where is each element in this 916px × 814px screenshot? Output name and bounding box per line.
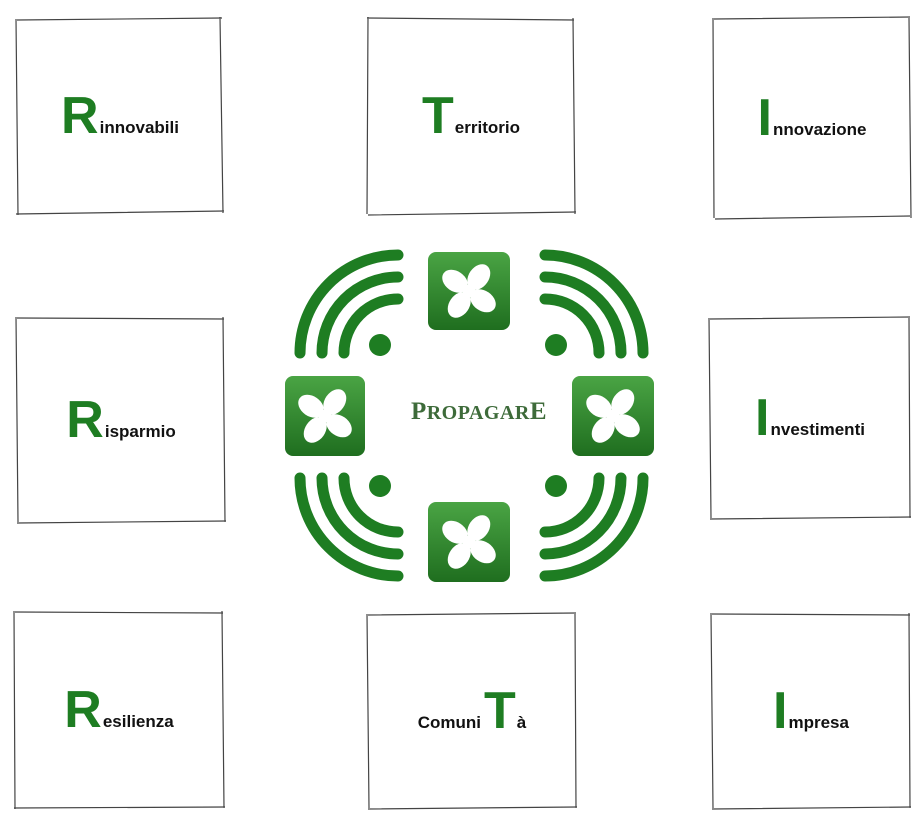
box-rest: isparmio	[104, 422, 176, 441]
fan-icon	[428, 502, 510, 582]
fan-icon	[428, 252, 510, 330]
box-rinnovabili: R innovabili	[14, 16, 226, 216]
box-label: I nvestimenti	[755, 392, 865, 444]
box-label: I nnovazione	[758, 92, 867, 144]
box-rest: nnovazione	[772, 120, 867, 139]
box-prefix: Comuni	[417, 713, 482, 732]
box-frame	[366, 612, 578, 810]
box-risparmio: R isparmio	[15, 316, 227, 524]
box-frame	[13, 610, 226, 810]
box-initial: I	[755, 389, 770, 447]
box-initial: R	[66, 391, 104, 449]
box-initial: I	[757, 89, 772, 147]
signal-arcs-top-right	[539, 249, 649, 359]
box-initial: T	[484, 682, 516, 740]
fan-icon	[572, 376, 654, 456]
box-resilienza: R esilienza	[12, 610, 226, 810]
box-rest: mpresa	[788, 713, 849, 732]
box-rest: esilienza	[102, 712, 174, 731]
fan-icon	[285, 376, 365, 456]
signal-dot	[369, 334, 391, 356]
box-initial: T	[422, 87, 454, 145]
box-label: I mpresa	[773, 685, 849, 737]
brand-title: PROPAGARE	[395, 398, 563, 426]
box-label: T erritorio	[422, 90, 520, 142]
signal-dot	[545, 334, 567, 356]
brand-title-middle: ROPAGAR	[426, 402, 530, 424]
brand-title-first: P	[410, 398, 427, 425]
box-frame	[15, 16, 225, 216]
signal-arcs-bottom-left	[294, 472, 404, 582]
box-rest: erritorio	[454, 118, 520, 137]
signal-arcs-top-left	[294, 249, 404, 359]
brand-title-last: E	[529, 398, 548, 425]
box-comunita: Comuni T à	[366, 612, 578, 810]
box-label: Comuni T à	[418, 685, 527, 737]
box-initial: R	[61, 87, 99, 145]
box-rest: à	[516, 713, 527, 732]
box-label: R esilienza	[64, 684, 173, 736]
signal-dot	[545, 475, 567, 497]
signal-dot	[369, 475, 391, 497]
box-initial: R	[64, 681, 102, 739]
box-territorio: T erritorio	[365, 16, 577, 216]
propagare-emblem	[285, 249, 654, 582]
signal-arcs-bottom-right	[539, 472, 649, 582]
box-frame	[710, 612, 912, 810]
box-rest: innovabili	[99, 118, 179, 137]
box-frame	[708, 316, 912, 520]
box-frame	[15, 316, 227, 524]
box-impresa: I mpresa	[710, 612, 912, 810]
box-label: R isparmio	[66, 394, 175, 446]
box-frame	[712, 16, 912, 220]
box-investimenti: I nvestimenti	[708, 316, 912, 520]
box-initial: I	[773, 682, 788, 740]
box-label: R innovabili	[61, 90, 179, 142]
box-rest: nvestimenti	[770, 420, 865, 439]
box-frame	[366, 16, 577, 216]
box-innovazione: I nnovazione	[712, 16, 912, 220]
